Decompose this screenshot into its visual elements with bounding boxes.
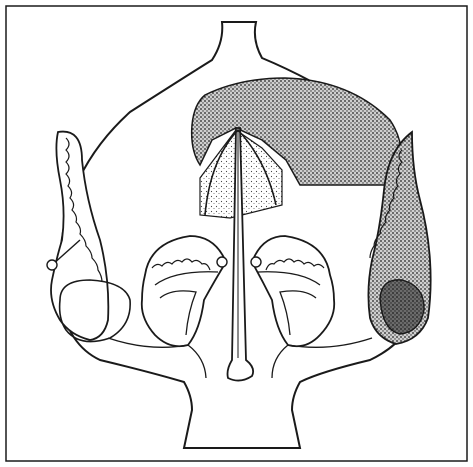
- left-knob: [47, 260, 57, 270]
- skirt-left-line: [108, 338, 206, 378]
- center-left-knob: [217, 257, 227, 267]
- center-right-knob: [251, 257, 261, 267]
